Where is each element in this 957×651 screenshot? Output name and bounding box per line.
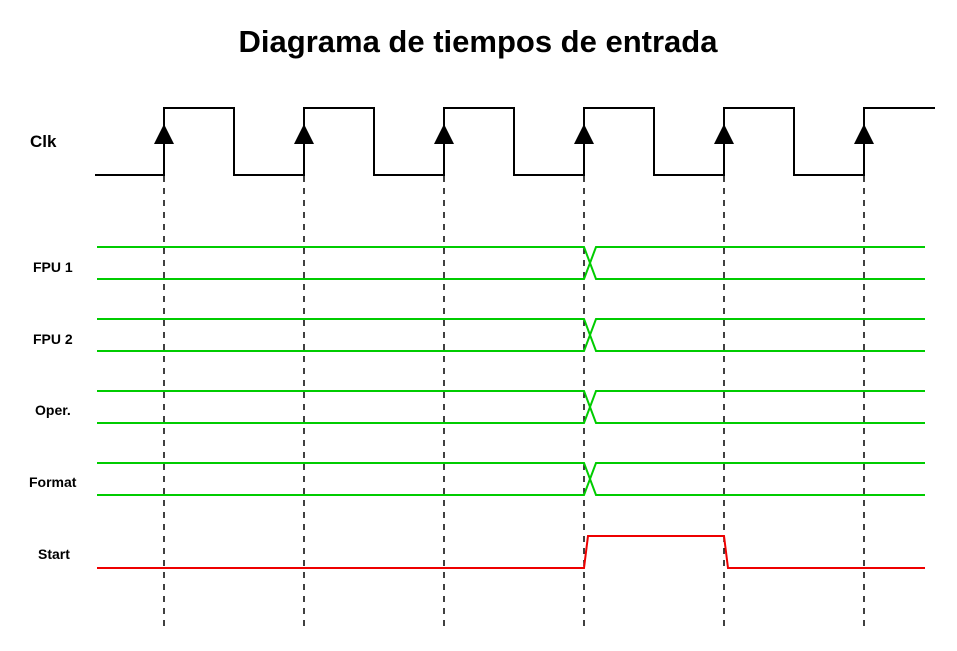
bus-waveform-oper (97, 390, 925, 424)
signal-start: Start (38, 535, 925, 569)
signal-oper: Oper. (35, 390, 925, 424)
clock-edge-markers (154, 124, 874, 144)
signal-label-fpu2: FPU 2 (33, 331, 73, 347)
rising-edge-arrow-icon (154, 124, 174, 144)
signal-format: Format (29, 462, 925, 496)
clock-label: Clk (30, 132, 57, 151)
signal-label-oper: Oper. (35, 402, 71, 418)
signal-fpu1: FPU 1 (33, 246, 925, 280)
rising-edge-arrow-icon (854, 124, 874, 144)
signal-fpu2: FPU 2 (33, 318, 925, 352)
rising-edge-arrow-icon (294, 124, 314, 144)
rising-edge-arrow-icon (714, 124, 734, 144)
rising-edge-arrow-icon (574, 124, 594, 144)
clock-signal: Clk (30, 107, 935, 176)
diagram-title: Diagrama de tiempos de entrada (239, 24, 719, 59)
clock-waveform (95, 107, 935, 176)
pulse-waveform-start (97, 535, 925, 569)
signal-label-format: Format (29, 474, 77, 490)
signal-label-fpu1: FPU 1 (33, 259, 73, 275)
bus-waveform-format (97, 462, 925, 496)
signal-label-start: Start (38, 546, 70, 562)
bus-waveform-fpu1 (97, 246, 925, 280)
rising-edge-arrow-icon (434, 124, 454, 144)
edge-guide-lines (163, 140, 865, 630)
bus-waveform-fpu2 (97, 318, 925, 352)
